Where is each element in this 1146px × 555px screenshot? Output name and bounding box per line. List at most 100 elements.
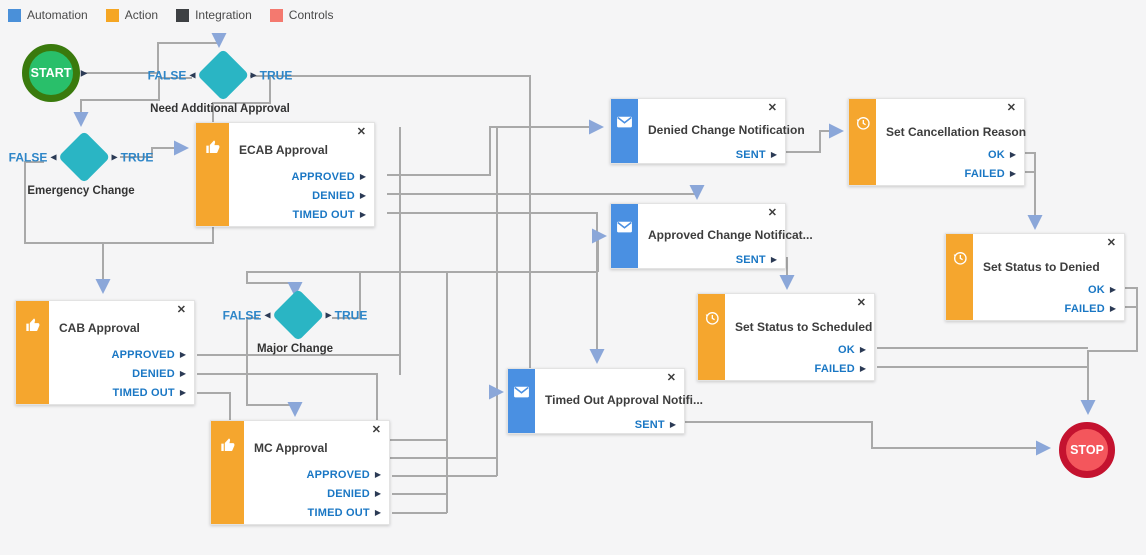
false-port-icon[interactable]: ◀ <box>264 310 271 319</box>
output-port-icon[interactable]: ▶ <box>1109 303 1116 313</box>
close-icon[interactable]: ✕ <box>767 207 777 219</box>
step-title: Set Status to Denied <box>983 260 1100 274</box>
output-approved[interactable]: APPROVED▶ <box>292 167 367 186</box>
need-additional-approval-diamond[interactable] <box>196 48 250 102</box>
decision-label-need-additional-approval: Need Additional Approval <box>150 103 290 115</box>
close-icon[interactable]: ✕ <box>176 304 186 316</box>
false-port-icon[interactable]: ◀ <box>189 70 196 79</box>
output-timed-out[interactable]: TIMED OUT ▶ <box>112 383 186 402</box>
step-title: Set Cancellation Reason <box>886 125 1027 139</box>
output-port-icon[interactable]: ▶ <box>859 344 866 354</box>
output-label: TIMED OUT <box>112 386 175 399</box>
close-icon[interactable]: ✕ <box>356 126 366 138</box>
output-failed[interactable]: FAILED ▶ <box>1065 299 1116 318</box>
close-icon[interactable]: ✕ <box>666 372 676 384</box>
output-denied[interactable]: DENIED▶ <box>292 186 366 205</box>
envelope-icon <box>616 204 633 268</box>
step-title: Set Status to Scheduled <box>735 320 873 334</box>
output-failed[interactable]: FAILED▶ <box>965 164 1016 183</box>
output-sent[interactable]: SENT▶ <box>736 250 777 269</box>
output-ok[interactable]: OK▶ <box>815 340 866 359</box>
output-timed-out[interactable]: TIMED OUT▶ <box>307 503 381 522</box>
output-port-icon[interactable]: ▶ <box>374 507 381 517</box>
notification-stripe <box>611 99 638 163</box>
output-label: APPROVED <box>306 468 370 481</box>
legend-item-action: Action <box>105 8 158 22</box>
output-failed[interactable]: FAILED ▶ <box>815 359 866 378</box>
output-port-icon[interactable]: ▶ <box>359 209 366 219</box>
decision-emergency-change: FALSE◀ ▶TRUE <box>8 130 154 184</box>
output-denied[interactable]: DENIED▶ <box>112 364 186 383</box>
start-output-port-icon[interactable]: ▶ <box>80 68 87 78</box>
output-port-icon[interactable]: ▶ <box>359 190 366 200</box>
output-port-icon[interactable]: ▶ <box>770 149 777 159</box>
output-ok[interactable]: OK ▶ <box>965 145 1016 164</box>
timed-out-approval-notification-step[interactable]: ✕ Timed Out Approval Notifi... SENT▶ <box>507 368 703 434</box>
true-port-icon[interactable]: ▶ <box>111 152 118 161</box>
output-ok[interactable]: OK ▶ <box>1065 280 1116 299</box>
close-icon[interactable]: ✕ <box>1106 237 1116 249</box>
connector-line <box>387 185 705 200</box>
output-port-icon[interactable]: ▶ <box>359 171 366 181</box>
decision-need-additional-approval: FALSE◀▶TRUE <box>148 48 293 102</box>
output-port-icon[interactable]: ▶ <box>1009 149 1016 159</box>
output-label: SENT <box>735 148 766 161</box>
start-node[interactable]: START▶ <box>22 44 87 102</box>
output-sent[interactable]: SENT▶ <box>635 415 676 434</box>
output-timed-out[interactable]: TIMED OUT▶ <box>292 205 366 224</box>
output-label: OK <box>987 148 1005 161</box>
output-label: APPROVED <box>111 348 175 361</box>
major-change-diamond[interactable] <box>271 288 325 342</box>
connector-line <box>120 140 189 158</box>
branch-true-label: TRUE <box>259 68 293 82</box>
step-title: ECAB Approval <box>239 143 328 157</box>
output-port-icon[interactable]: ▶ <box>374 469 381 479</box>
stop-label: STOP <box>1070 443 1104 457</box>
branch-false-label: FALSE <box>8 150 48 164</box>
approved-change-notification-step[interactable]: ✕Approved Change Notificat...SENT▶ <box>610 203 813 269</box>
output-port-icon[interactable]: ▶ <box>669 419 676 429</box>
close-icon[interactable]: ✕ <box>371 424 381 436</box>
branch-true-label: TRUE <box>120 150 154 164</box>
output-approved[interactable]: APPROVED ▶ <box>307 465 382 484</box>
step-outputs: OK ▶ FAILED ▶ <box>1065 280 1116 318</box>
output-port-icon[interactable]: ▶ <box>770 254 777 264</box>
legend-item-automation: Automation <box>8 8 88 22</box>
output-port-icon[interactable]: ▶ <box>1109 284 1116 294</box>
output-label: OK <box>1087 283 1105 296</box>
output-sent[interactable]: SENT ▶ <box>736 145 777 164</box>
close-icon[interactable]: ✕ <box>856 297 866 309</box>
output-port-icon[interactable]: ▶ <box>179 387 186 397</box>
output-port-icon[interactable]: ▶ <box>1009 168 1016 178</box>
output-port-icon[interactable]: ▶ <box>859 363 866 373</box>
output-port-icon[interactable]: ▶ <box>179 349 186 359</box>
output-denied[interactable]: DENIED▶ <box>307 484 381 503</box>
output-label: FAILED <box>1064 302 1105 315</box>
output-approved[interactable]: APPROVED ▶ <box>112 345 187 364</box>
step-title: Timed Out Approval Notifi... <box>545 393 704 407</box>
false-port-icon[interactable]: ◀ <box>50 152 57 161</box>
true-port-icon[interactable]: ▶ <box>250 70 257 79</box>
true-port-icon[interactable]: ▶ <box>325 310 332 319</box>
stop-node[interactable]: STOP <box>1059 422 1115 478</box>
emergency-change-diamond[interactable] <box>57 130 111 184</box>
approval-stripe <box>16 301 49 404</box>
close-icon[interactable]: ✕ <box>767 102 777 114</box>
thumbs-up-icon <box>205 123 221 226</box>
output-port-icon[interactable]: ▶ <box>374 488 381 498</box>
output-port-icon[interactable]: ▶ <box>179 368 186 378</box>
output-label: FAILED <box>814 362 855 375</box>
close-icon[interactable]: ✕ <box>1006 102 1016 114</box>
thumbs-up-icon <box>25 301 41 404</box>
legend-item-controls: Controls <box>269 8 333 22</box>
action-stripe <box>698 294 725 380</box>
step-outputs: OK▶ FAILED ▶ <box>815 340 866 378</box>
